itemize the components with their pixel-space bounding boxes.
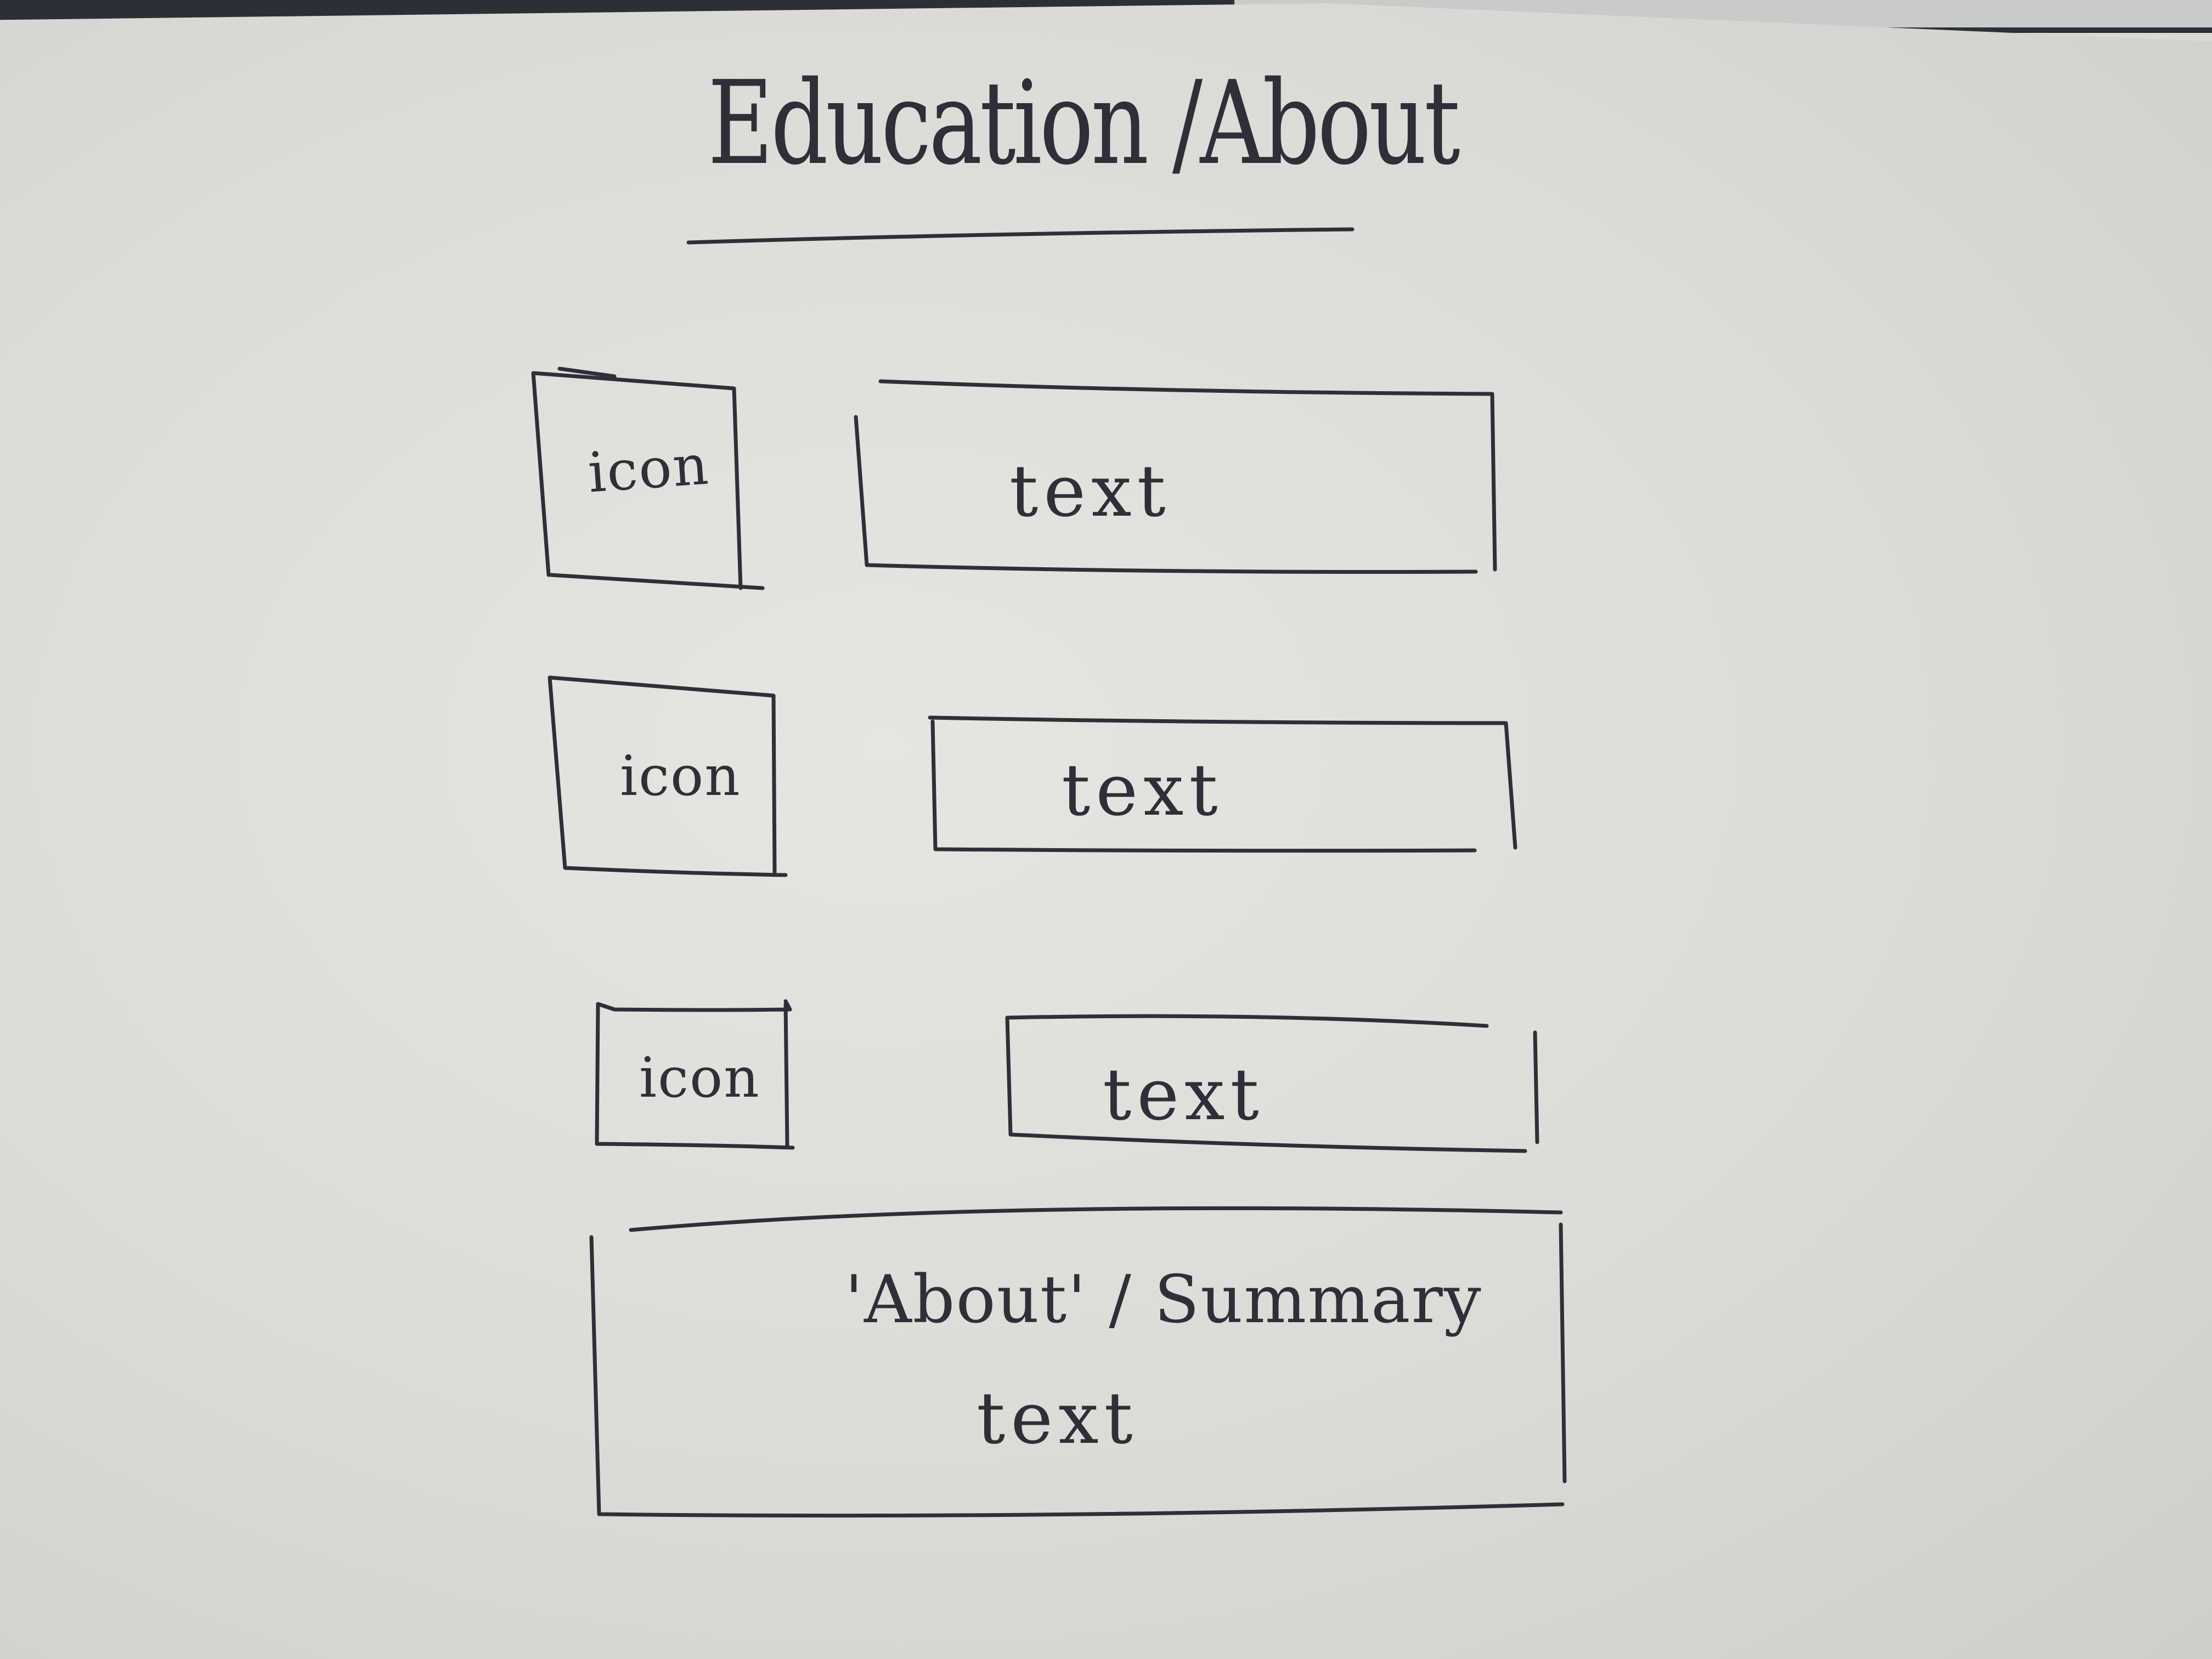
text-label-1: text [1009,449,1171,533]
icon-label-3: icon [639,1046,760,1110]
icon-label-1: icon [586,432,712,505]
text-box-2 [928,715,1517,853]
icon-box-1 [531,366,765,590]
icon-box-3 [595,999,795,1150]
summary-box [589,1206,1567,1518]
text-label-2: text [1062,748,1223,832]
icon-label-2: icon [620,744,741,808]
icon-box-2 [548,675,788,877]
text-box-3 [1005,1014,1539,1153]
text-box-1 [854,379,1497,574]
summary-heading: 'About' / Summary [845,1262,1482,1338]
summary-text-label: text [977,1376,1138,1460]
page-title: Education /About [708,56,1460,190]
title-underline [686,227,1355,245]
text-label-3: text [1103,1053,1265,1136]
